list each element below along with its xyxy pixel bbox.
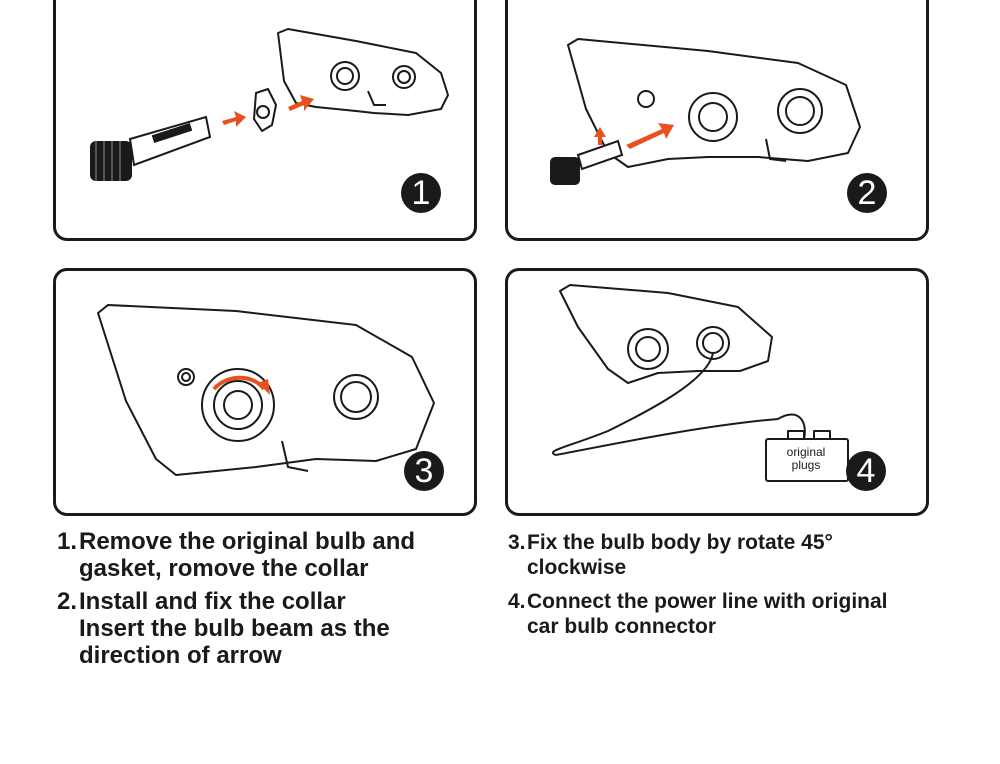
led-bulb-drawing [550,139,624,185]
instruction-line: Insert the bulb beam as the [79,615,390,642]
step-2-panel: 2 [505,0,929,241]
instruction-line: direction of arrow [79,642,282,669]
instruction-line: car bulb connector [527,615,717,638]
collar-drawing [253,88,277,132]
step-number-badge: 2 [847,173,887,213]
orange-arrow-icon [594,127,606,145]
instruction-line: Fix the bulb body by rotate 45° [527,531,833,554]
plug-label-line-2: plugs [791,458,821,472]
instruction-line: Connect the power line with original [527,590,888,613]
step-number-badge: 4 [846,451,886,491]
instruction-line: Install and fix the collar [79,588,346,615]
headlight-housing-drawing [559,284,773,384]
step-number-badge: 3 [404,451,444,491]
instruction-step-4: 4. Connect the power line with original … [508,589,888,639]
step-number-badge: 1 [401,173,441,213]
orange-arrow-icon [288,95,314,111]
instruction-step-2: 2. Install and fix the collar Insert the… [57,588,390,669]
step-number: 2. [57,588,78,615]
step-number: 3. [508,531,526,554]
step-1-panel: 1 [53,0,477,241]
original-plugs-label: original plugs [770,446,842,472]
step-4-illustration [552,284,849,482]
orange-arrow-icon [626,123,674,149]
step-3-illustration [97,304,435,476]
headlight-housing-drawing [97,304,435,476]
step-1-illustration [90,28,449,181]
step-2-illustration [550,38,861,185]
step-number: 1. [57,528,78,555]
plug-label-line-1: original [786,445,826,459]
instruction-line: Remove the original bulb and [79,528,416,555]
orange-arrow-icon [222,111,246,127]
instruction-line: clockwise [527,556,627,579]
led-bulb-drawing [90,115,212,181]
instruction-line: gasket, romove the collar [79,555,369,582]
step-4-panel: original plugs 4 [505,268,929,516]
step-number: 4. [508,590,526,613]
instruction-step-3: 3. Fix the bulb body by rotate 45° clock… [508,530,833,580]
step-3-panel: 3 [53,268,477,516]
instruction-step-1: 1. Remove the original bulb and gasket, … [57,528,415,582]
